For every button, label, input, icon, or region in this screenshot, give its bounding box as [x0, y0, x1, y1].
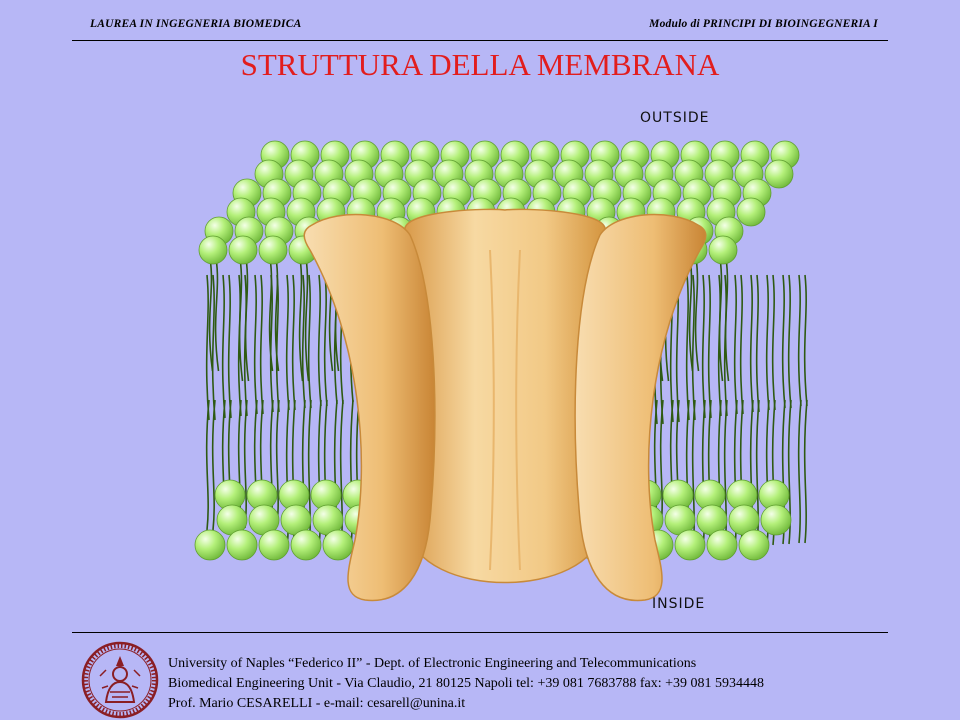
phospholipid-tail [205, 399, 210, 531]
phospholipid-tail [269, 274, 274, 413]
phospholipid-tail [749, 274, 754, 413]
phospholipid-tail [803, 399, 808, 544]
phospholipid-tail [323, 274, 328, 407]
membrane-diagram: OUTSIDE INSIDE [194, 110, 808, 612]
module-header: Modulo di PRINCIPI DI BIOINGEGNERIA I [649, 18, 878, 30]
phospholipid-tail [285, 274, 290, 411]
university-seal-icon [81, 641, 159, 719]
phospholipid-head [764, 159, 794, 189]
phospholipid-head [760, 504, 792, 536]
phospholipid-tail [208, 257, 214, 372]
phospholipid-head [706, 529, 738, 561]
inside-label: INSIDE [652, 596, 705, 612]
phospholipid-tail [301, 274, 306, 409]
outside-label: OUTSIDE [640, 110, 709, 126]
phospholipid-head [736, 197, 766, 227]
phospholipid-tail [291, 274, 296, 411]
phospholipid-tail [275, 274, 280, 413]
channel-right-subunit [574, 213, 707, 602]
phospholipid-tail [797, 399, 802, 544]
phospholipid-head [198, 235, 228, 265]
phospholipid-tail [787, 274, 792, 409]
phospholipid-tail [317, 274, 322, 407]
phospholipid-head [708, 235, 738, 265]
header-divider [72, 40, 888, 41]
phospholipid-tail [688, 257, 694, 372]
phospholipid-tail [214, 257, 220, 372]
phospholipid-tail [765, 274, 770, 411]
footer-address: Biomedical Engineering Unit - Via Claudi… [168, 676, 765, 691]
phospholipid-tail [275, 399, 280, 527]
channel-protein [303, 208, 707, 602]
phospholipid-head [322, 529, 354, 561]
footer-credits: University of Naples “Federico II” - Dep… [168, 654, 764, 714]
phospholipid-tail [691, 274, 696, 421]
phospholipid-tail [803, 274, 808, 407]
phospholipid-head [258, 235, 288, 265]
phospholipid-tail [733, 274, 738, 415]
course-header: LAUREA IN INGEGNERIA BIOMEDICA [90, 18, 302, 30]
phospholipid-head [228, 235, 258, 265]
phospholipid-head [226, 529, 258, 561]
phospholipid-tail [755, 274, 760, 413]
phospholipid-tail [771, 274, 776, 411]
phospholipid-tail [307, 274, 312, 409]
footer-contact: Prof. Mario CESARELLI - e-mail: cesarell… [168, 696, 466, 711]
channel-core [404, 208, 606, 584]
phospholipid-tail [787, 399, 792, 545]
phospholipid-tail [211, 399, 216, 531]
phospholipid-tail [739, 274, 744, 415]
phospholipid-tail [298, 257, 304, 382]
phospholipid-head [194, 529, 226, 561]
phospholipid-tail [227, 274, 232, 419]
phospholipid-head [290, 529, 322, 561]
phospholipid-head [738, 529, 770, 561]
footer-divider [72, 632, 888, 633]
phospholipid-tail [694, 257, 700, 372]
phospholipid-tail [253, 274, 258, 415]
phospholipid-tail [304, 257, 310, 382]
phospholipid-tail [707, 274, 712, 419]
phospholipid-tail [221, 274, 226, 419]
phospholipid-tail [701, 274, 706, 419]
phospholipid-tail [781, 274, 786, 409]
phospholipid-tail [205, 274, 210, 421]
phospholipid-tail [717, 274, 722, 417]
phospholipid-tail [243, 274, 248, 417]
phospholipid-tail [259, 274, 264, 415]
phospholipid-tail [685, 274, 690, 421]
slide-title: STRUTTURA DELLA MEMBRANA [240, 47, 720, 82]
phospholipid-tail [237, 274, 242, 417]
channel-left-subunit [303, 213, 436, 602]
phospholipid-tail [797, 274, 802, 407]
phospholipid-tail [211, 274, 216, 421]
phospholipid-tail [243, 399, 248, 529]
phospholipid-head [674, 529, 706, 561]
footer-university: University of Naples “Federico II” - Dep… [168, 656, 697, 671]
phospholipid-tail [723, 274, 728, 417]
phospholipid-head [258, 529, 290, 561]
